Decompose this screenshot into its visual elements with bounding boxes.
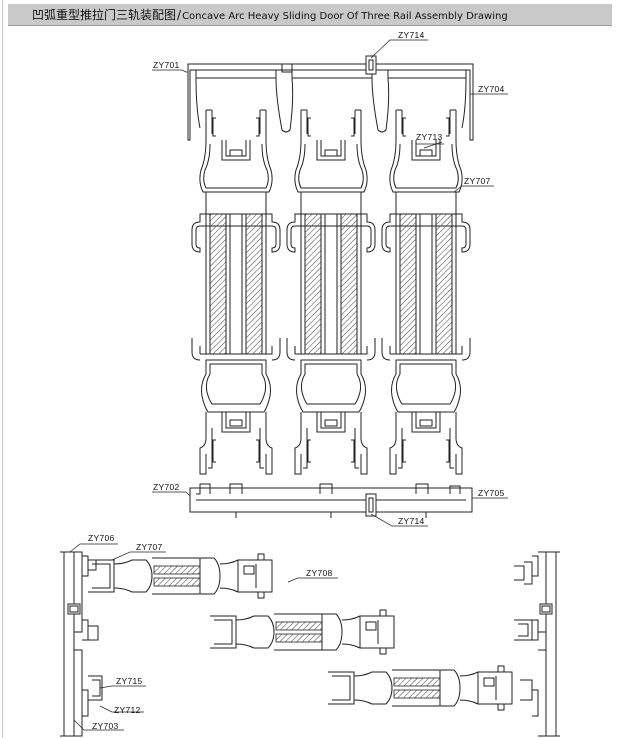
label-zy707-bottom: ZY707 [136,542,163,552]
label-zy715: ZY715 [116,676,143,686]
title-bar: 凹弧重型推拉门三轨装配图/Concave Arc Heavy Sliding D… [8,4,612,26]
label-zy712: ZY712 [114,705,141,715]
label-zy707-top: ZY707 [464,176,491,186]
label-zy701: ZY701 [153,60,180,70]
label-zy702: ZY702 [153,482,180,492]
label-zy708: ZY708 [306,568,333,578]
label-zy706: ZY706 [88,533,115,543]
title-english: Concave Arc Heavy Sliding Door Of Three … [182,11,508,22]
label-zy703: ZY703 [92,721,119,731]
label-zy713: ZY713 [416,132,443,142]
top-section-drawing: ZY701 ZY714 ZY704 ZY713 ZY707 ZY702 ZY70… [152,30,508,527]
title-chinese: 凹弧重型推拉门三轨装配图 [32,8,177,22]
label-zy704: ZY704 [478,84,505,94]
page-title: 凹弧重型推拉门三轨装配图/Concave Arc Heavy Sliding D… [8,6,508,23]
title-separator: / [177,8,182,22]
label-zy714-bottom: ZY714 [398,516,425,526]
page-edge-line [2,0,3,738]
label-zy714-top: ZY714 [398,30,425,40]
label-zy705: ZY705 [478,488,505,498]
bottom-section-drawing: ZY706 ZY707 ZY708 ZY715 ZY712 ZY703 [60,533,560,737]
